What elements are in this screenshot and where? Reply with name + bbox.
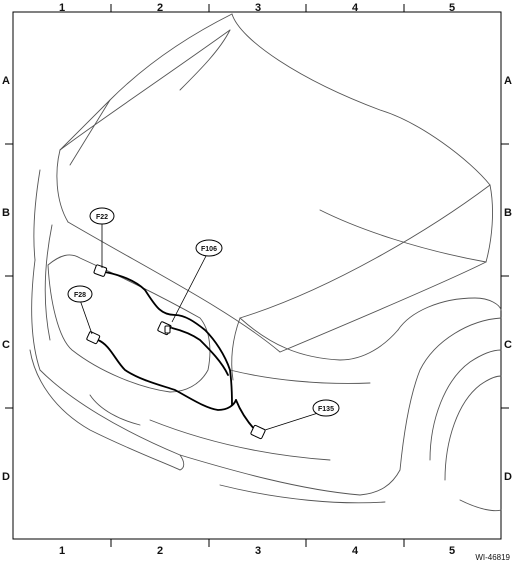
column-label-top-5: 5	[449, 2, 455, 14]
callout-F106: F106	[195, 239, 223, 257]
vehicle-outline	[29, 13, 502, 512]
row-label-right-C: C	[504, 339, 512, 351]
callout-label-F135: F135	[318, 406, 334, 413]
column-label-top-1: 1	[59, 2, 65, 14]
callout-label-F106: F106	[201, 246, 217, 253]
row-label-right-A: A	[504, 75, 512, 87]
row-label-left-D: D	[2, 471, 10, 483]
row-label-left-A: A	[2, 75, 10, 87]
connector-F28-plug	[86, 331, 101, 345]
leader-F28	[79, 299, 93, 335]
reference-code: WI-46819	[475, 553, 510, 562]
leader-F106	[171, 255, 207, 323]
column-ticks	[110, 4, 405, 547]
column-label-bottom-5: 5	[449, 545, 455, 557]
row-label-right-B: B	[504, 207, 512, 219]
row-ticks	[5, 143, 509, 409]
row-label-right-D: D	[504, 471, 512, 483]
callout-F28: F28	[67, 285, 93, 303]
column-label-bottom-1: 1	[59, 545, 65, 557]
column-label-top-4: 4	[352, 2, 359, 14]
column-label-bottom-3: 3	[255, 545, 261, 557]
column-label-top-3: 3	[255, 2, 261, 14]
column-label-top-2: 2	[157, 2, 163, 14]
wiring-harness	[97, 271, 256, 431]
connector-F22-plug	[93, 264, 108, 277]
connector-F135-plug	[250, 424, 266, 440]
outer-frame	[12, 11, 502, 540]
column-label-bottom-4: 4	[352, 545, 359, 557]
callout-F22: F22	[89, 207, 115, 225]
callout-label-F22: F22	[96, 214, 108, 221]
connector-F106-plug	[157, 321, 172, 336]
leader-F135	[264, 412, 319, 431]
row-label-left-C: C	[2, 339, 10, 351]
callout-F135: F135	[312, 399, 340, 417]
column-label-bottom-2: 2	[157, 545, 163, 557]
row-label-left-B: B	[2, 207, 10, 219]
callout-label-F28: F28	[74, 292, 86, 299]
